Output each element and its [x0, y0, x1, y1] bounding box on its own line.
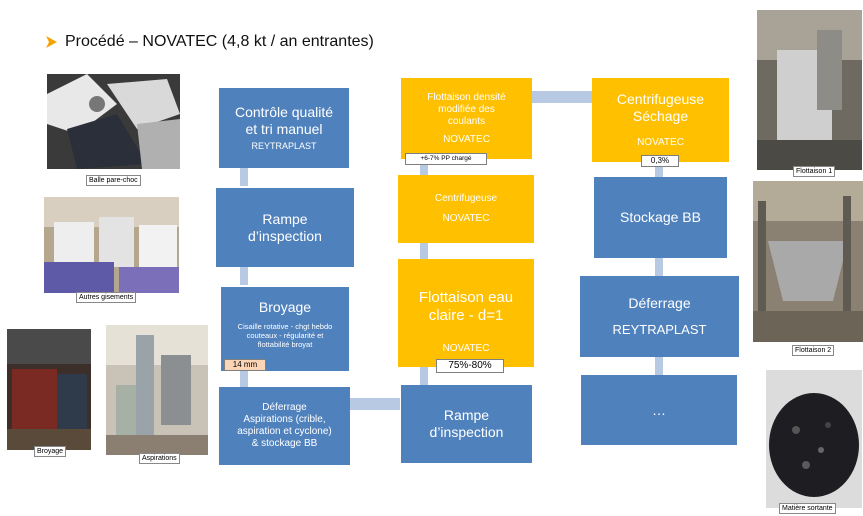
connector [420, 243, 428, 259]
connector [240, 267, 248, 285]
step-sublabel: NOVATEC [443, 133, 490, 145]
connector [655, 258, 663, 276]
step-label: Déferrage [628, 295, 691, 312]
connector [655, 357, 663, 375]
step-label: Aspirations (crible, [243, 414, 326, 425]
step-label: Stockage BB [620, 209, 701, 226]
step-rampe-inspection-2: Rampe d’inspection [401, 385, 532, 463]
photo-caption: Broyage [34, 446, 67, 457]
step-sublabel: NOVATEC [442, 343, 490, 354]
step-label: d’inspection [248, 227, 322, 244]
step-deferrage-aspirations: Déferrage Aspirations (crible, aspiratio… [219, 387, 350, 465]
step-centrifugeuse: Centrifugeuse NOVATEC [398, 175, 534, 243]
step-controle-qualite: Contrôle qualité et tri manuel REYTRAPLA… [219, 88, 349, 168]
photo-caption: Aspirations [139, 453, 180, 464]
step-label: Flottaison eau [418, 289, 514, 306]
step-stockage-bb: Stockage BB [594, 177, 727, 258]
step-label: claire - d=1 [428, 307, 504, 324]
connector [240, 168, 248, 186]
step-detail: Cisaille rotative - chgt hebdo [237, 321, 333, 331]
photo-broyage [7, 329, 91, 450]
percent-tag: 0,3% [641, 155, 679, 167]
step-deferrage: Déferrage REYTRAPLAST [580, 276, 739, 357]
step-label: Contrôle qualité [234, 103, 334, 120]
photo-aspirations [106, 325, 208, 455]
photo-autres-gisements [44, 197, 179, 293]
photo-caption: Balle pare-choc [86, 175, 141, 186]
step-flottaison-eau-claire: Flottaison eau claire - d=1 NOVATEC [398, 259, 534, 367]
connector [350, 398, 400, 410]
step-label: … [652, 401, 666, 418]
step-centrifugeuse-sechage: Centrifugeuse Séchage NOVATEC [592, 78, 729, 162]
page-title: Procédé – NOVATEC (4,8 kt / an entrantes… [65, 33, 374, 50]
step-rampe-inspection: Rampe d’inspection [216, 188, 354, 267]
connector [420, 159, 428, 175]
step-label: Rampe [262, 210, 308, 227]
bullet-arrow-icon [46, 36, 57, 48]
step-label: modifiée des [438, 103, 495, 115]
step-label: aspiration et cyclone) [237, 426, 332, 437]
photo-caption: Autres gisements [76, 292, 137, 303]
connector [240, 371, 248, 387]
step-label: d’inspection [429, 424, 504, 440]
step-label: Rampe [443, 407, 490, 424]
step-label: Centrifugeuse [616, 91, 705, 108]
photo-caption: Flottaison 1 [793, 166, 836, 177]
step-label: Séchage [632, 108, 689, 124]
step-detail: couteaux - régularité et [246, 330, 324, 340]
connector [532, 91, 592, 103]
step-ellipsis: … [581, 375, 737, 445]
step-label: Broyage [258, 299, 312, 315]
step-label: & stockage BB [251, 438, 318, 449]
photo-matiere-sortante [766, 370, 862, 508]
photo-flottaison-1 [757, 10, 862, 170]
photo-balle-pare-choc [47, 74, 180, 169]
photo-caption: Matière sortante [779, 503, 836, 514]
step-label: Flottaison densité [427, 91, 506, 103]
step-flottaison-densite: Flottaison densité modifiée des coulants… [401, 78, 532, 159]
size-tag: 14 mm [224, 359, 266, 371]
step-sublabel: REYTRAPLAST [612, 322, 707, 338]
step-broyage: Broyage Cisaille rotative - chgt hebdo c… [221, 287, 349, 371]
step-sublabel: REYTRAPLAST [251, 141, 317, 152]
step-detail: flottabilité broyat [257, 339, 313, 349]
percent-tag: +6-7% PP chargé [405, 153, 487, 165]
step-sublabel: NOVATEC [637, 136, 684, 148]
step-label: Déferrage [262, 402, 307, 413]
step-label: et tri manuel [245, 120, 323, 137]
step-sublabel: NOVATEC [442, 213, 490, 224]
step-label: Centrifugeuse [434, 193, 498, 204]
connector [655, 162, 663, 177]
photo-caption: Flottaison 2 [792, 345, 835, 356]
step-label: coulants [447, 115, 486, 127]
percent-tag: 75%-80% [436, 359, 504, 373]
photo-flottaison-2 [753, 181, 863, 342]
connector [420, 367, 428, 385]
